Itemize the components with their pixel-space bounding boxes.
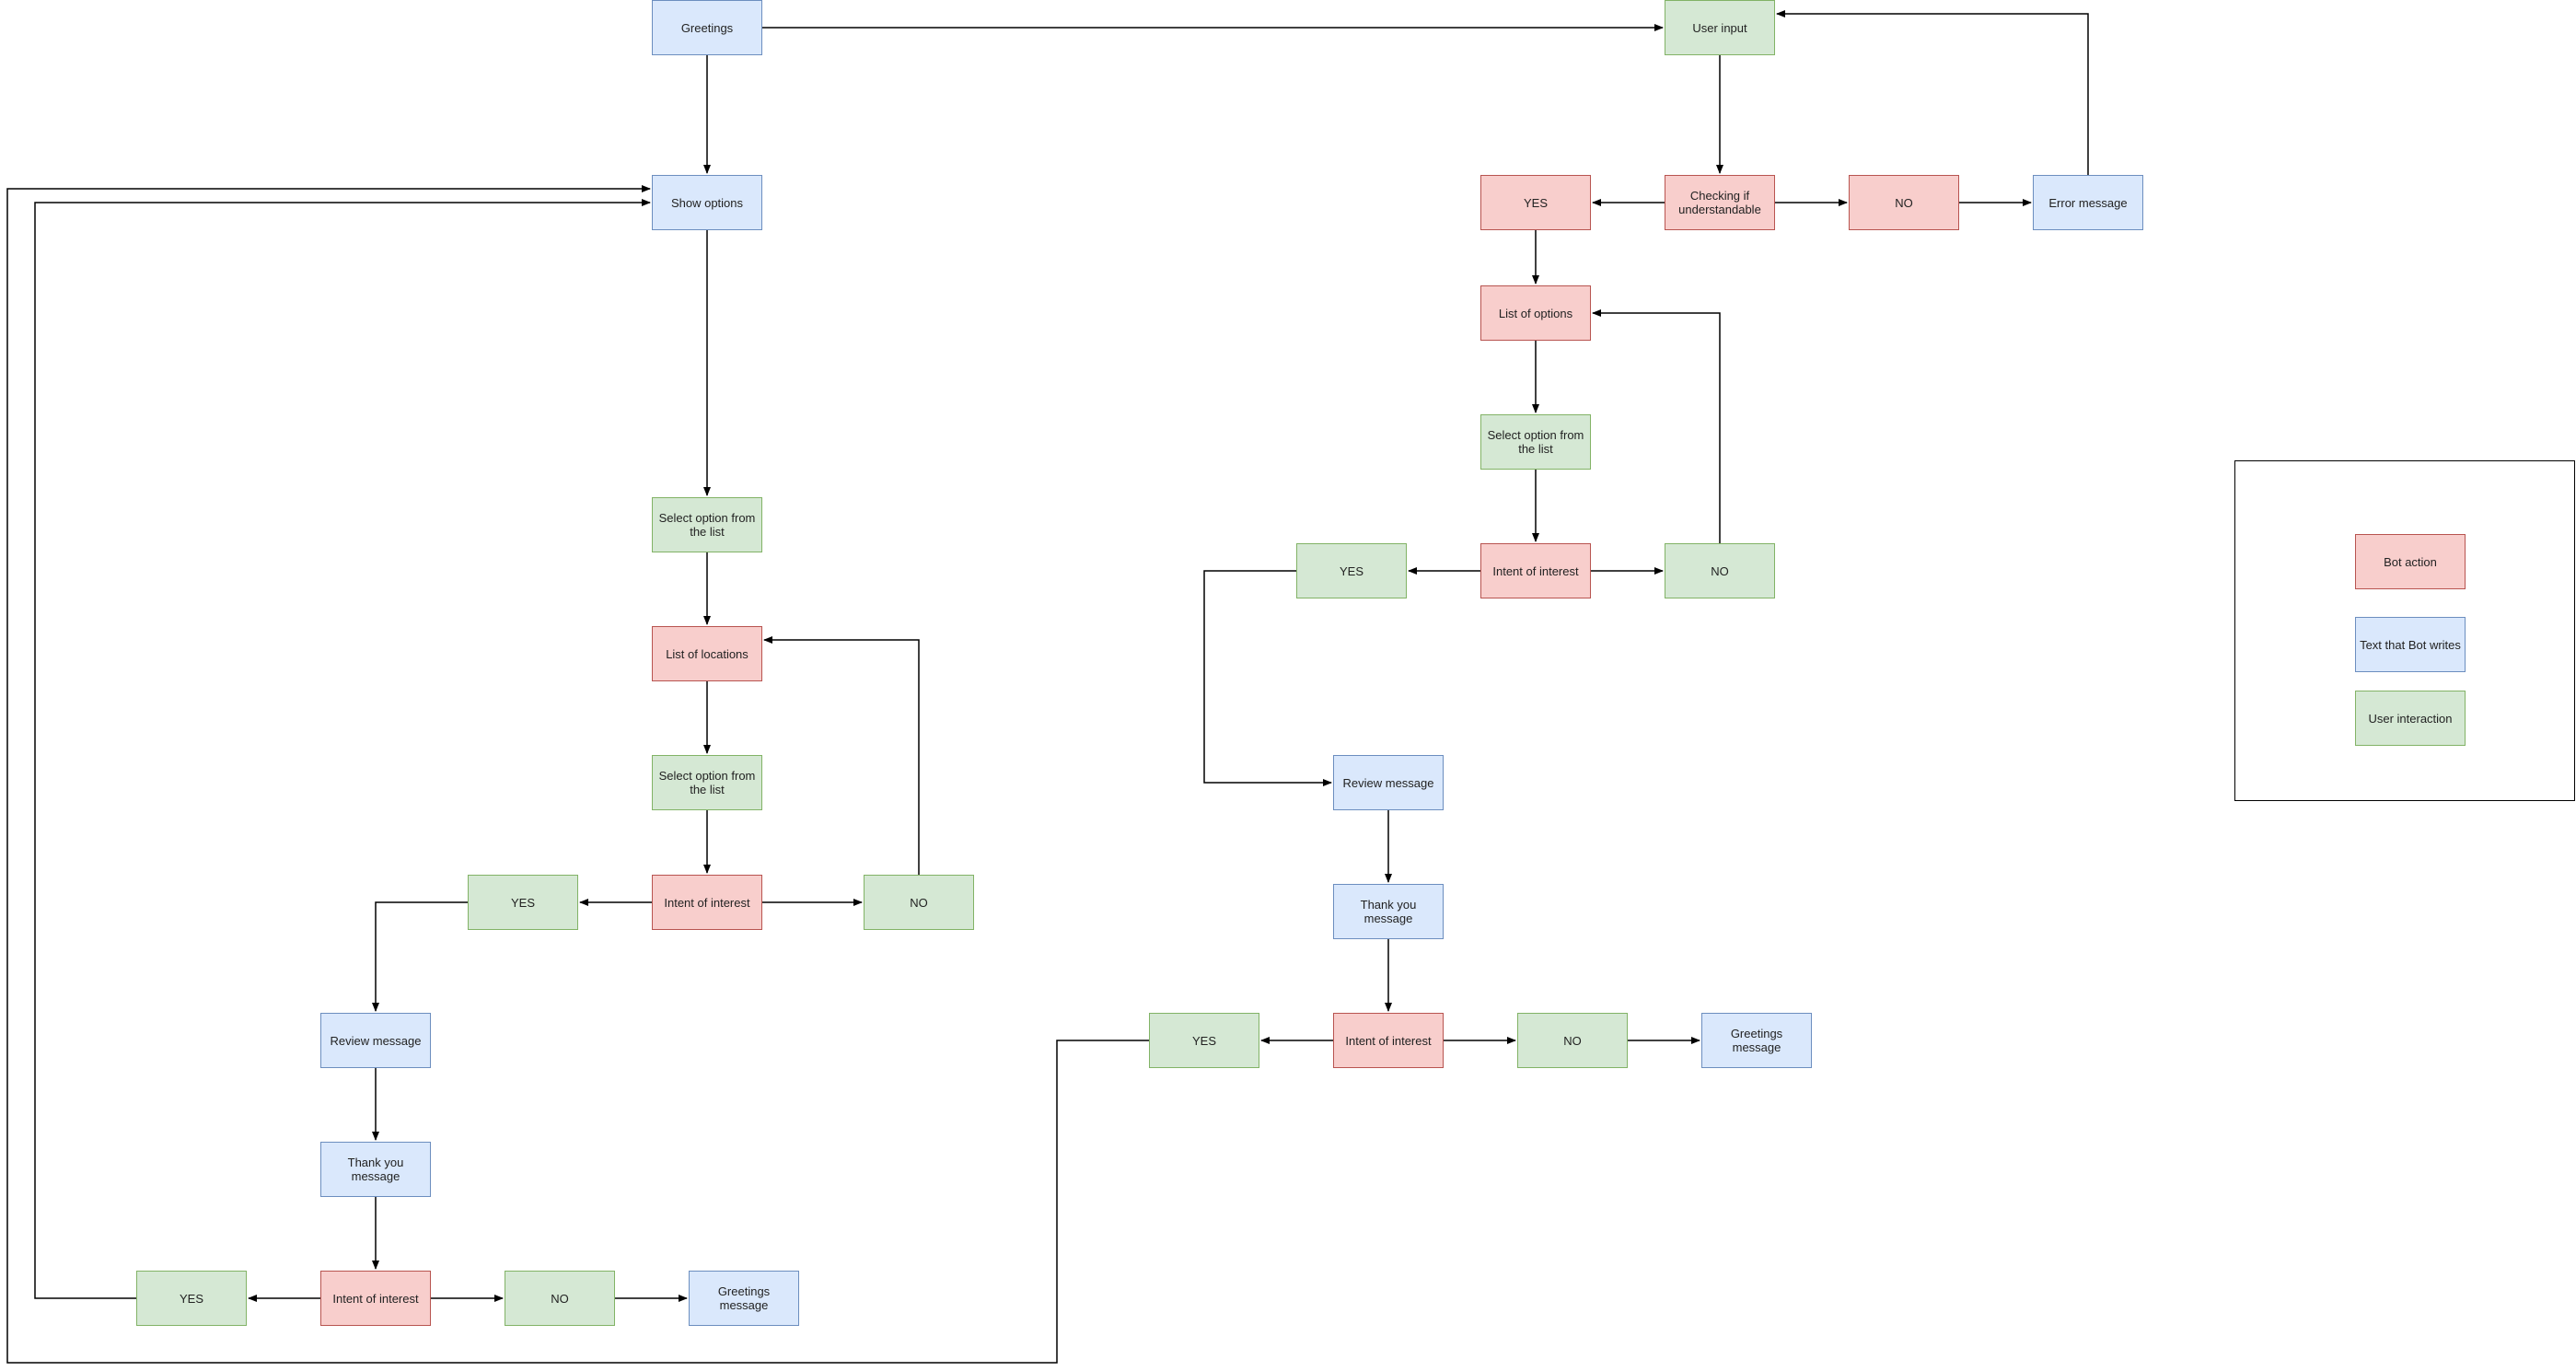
error-to-user-input-arrow — [1776, 10, 2089, 175]
select-option-right-node[interactable]: Select option from the list — [1480, 414, 1591, 470]
list-of-options-node[interactable]: List of options — [1480, 285, 1591, 341]
no-right-to-list-options-arrow — [1592, 309, 1721, 543]
user-input-node[interactable]: User input — [1665, 0, 1775, 55]
error-message-node[interactable]: Error message — [2033, 175, 2143, 230]
checking-node[interactable]: Checking if understandable — [1665, 175, 1775, 230]
yes-left-2-to-show-options-arrow — [34, 199, 651, 1299]
no-left-to-locations-arrow — [763, 636, 920, 875]
no-left-2-node[interactable]: NO — [505, 1271, 615, 1326]
no-right-2-node[interactable]: NO — [1517, 1013, 1628, 1068]
select-option-left-2-node[interactable]: Select option from the list — [652, 755, 762, 810]
yes-check-node[interactable]: YES — [1480, 175, 1591, 230]
legend-bot-action: Bot action — [2355, 534, 2466, 589]
legend-bot-text: Text that Bot writes — [2355, 617, 2466, 672]
no-left-1-node[interactable]: NO — [864, 875, 974, 930]
yes-right-2-to-show-options-arrow — [6, 185, 1149, 1364]
intent-left-2-node[interactable]: Intent of interest — [320, 1271, 431, 1326]
thank-you-right-node[interactable]: Thank you message — [1333, 884, 1444, 939]
intent-left-1-node[interactable]: Intent of interest — [652, 875, 762, 930]
intent-right-2-node[interactable]: Intent of interest — [1333, 1013, 1444, 1068]
yes-left-2-node[interactable]: YES — [136, 1271, 247, 1326]
no-check-node[interactable]: NO — [1849, 175, 1959, 230]
greetings-message-right-node[interactable]: Greetings message — [1701, 1013, 1812, 1068]
list-of-locations-node[interactable]: List of locations — [652, 626, 762, 681]
select-option-left-1-node[interactable]: Select option from the list — [652, 497, 762, 552]
no-right-1-node[interactable]: NO — [1665, 543, 1775, 598]
yes-right-1-node[interactable]: YES — [1296, 543, 1407, 598]
thank-you-left-node[interactable]: Thank you message — [320, 1142, 431, 1197]
review-message-right-node[interactable]: Review message — [1333, 755, 1444, 810]
yes-left-1-node[interactable]: YES — [468, 875, 578, 930]
intent-right-1-node[interactable]: Intent of interest — [1480, 543, 1591, 598]
yes-right-to-review-arrow — [1203, 570, 1332, 786]
yes-left-to-review-arrow — [372, 901, 468, 1012]
review-message-left-node[interactable]: Review message — [320, 1013, 431, 1068]
greetings-node[interactable]: Greetings — [652, 0, 762, 55]
yes-right-2-node[interactable]: YES — [1149, 1013, 1259, 1068]
greetings-message-left-node[interactable]: Greetings message — [689, 1271, 799, 1326]
show-options-node[interactable]: Show options — [652, 175, 762, 230]
legend-user-interaction: User interaction — [2355, 691, 2466, 746]
